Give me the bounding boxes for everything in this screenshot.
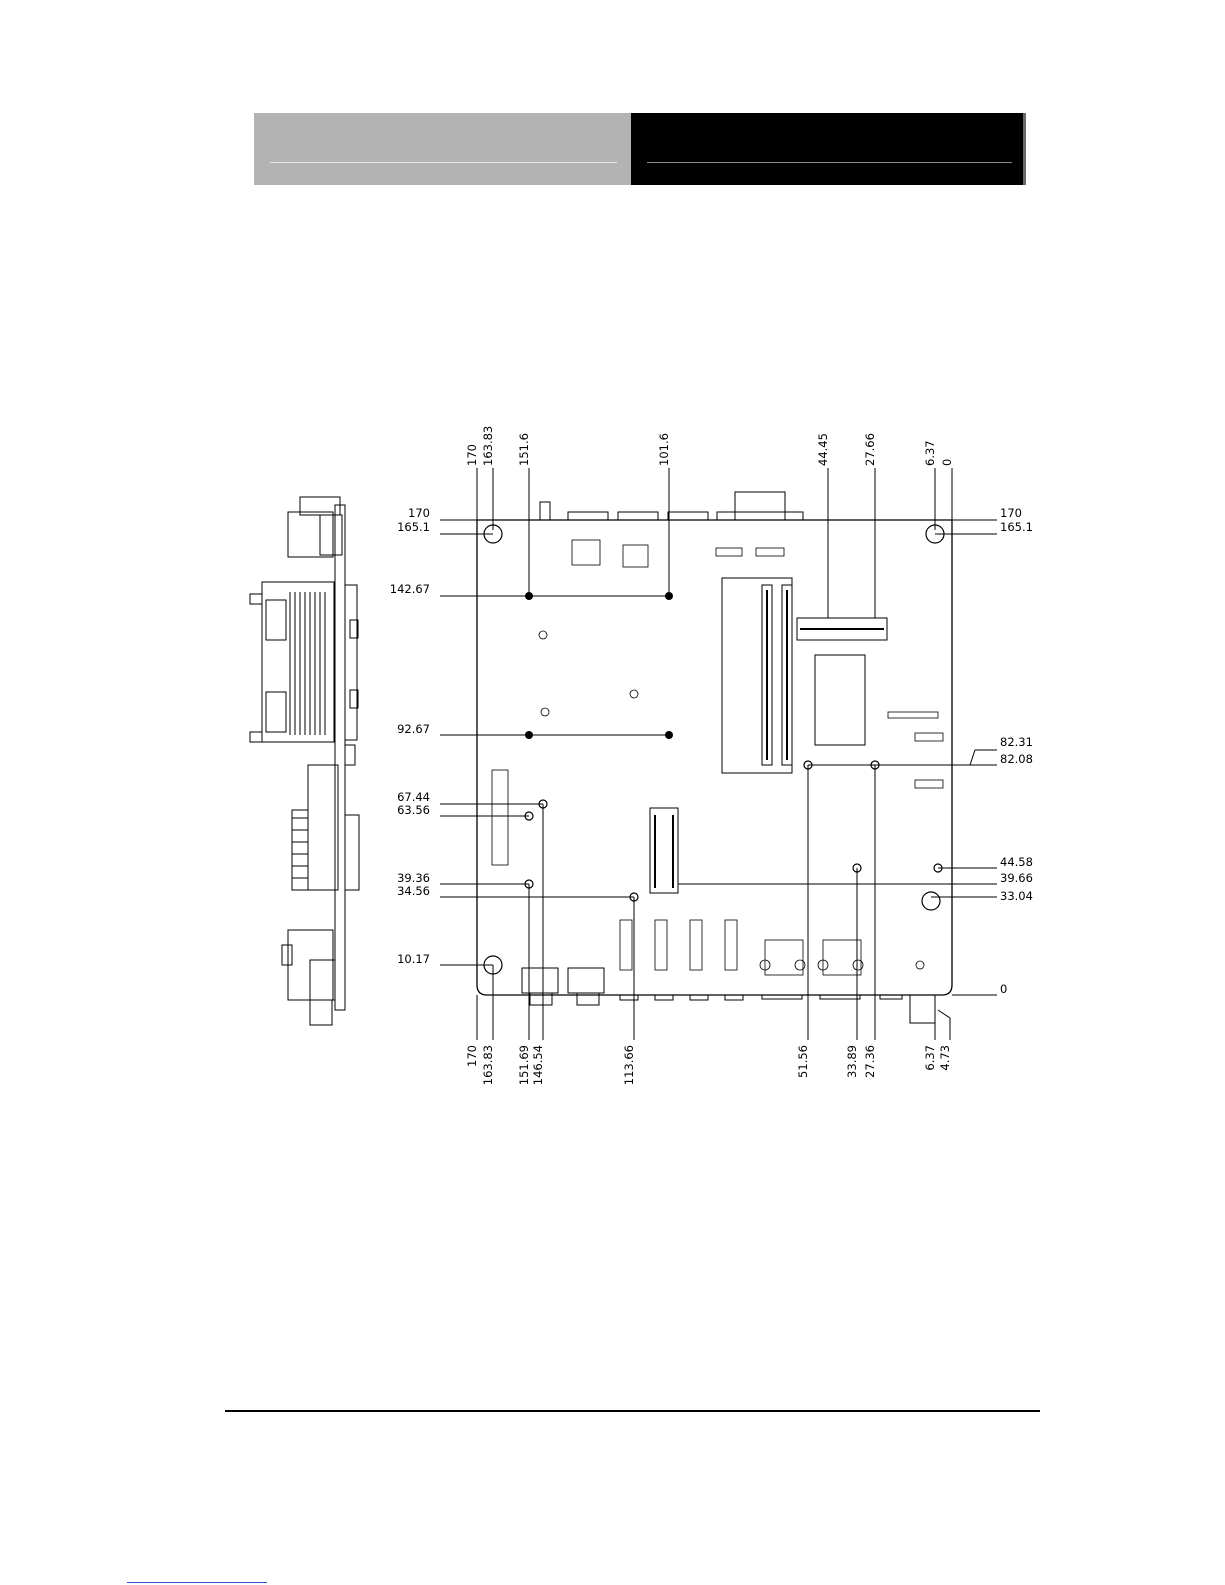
left-y-label: 39.36 bbox=[397, 871, 430, 885]
left-y-label: 34.56 bbox=[397, 884, 430, 898]
top-x-label: 151.6 bbox=[517, 433, 531, 466]
bottom-link-underline bbox=[127, 1582, 267, 1583]
bottom-x-label: 6.37 bbox=[923, 1045, 937, 1071]
bottom-x-label: 151.69 bbox=[517, 1045, 531, 1085]
left-y-label: 63.56 bbox=[397, 803, 430, 817]
bottom-x-label: 170 bbox=[465, 1045, 479, 1067]
left-y-label: 142.67 bbox=[390, 582, 430, 596]
memory-slot-pins bbox=[655, 590, 884, 888]
top-x-label: 101.6 bbox=[657, 433, 671, 466]
left-y-label: 10.17 bbox=[397, 952, 430, 966]
right-y-label: 0 bbox=[1000, 982, 1007, 996]
right-y-label: 82.31 bbox=[1000, 735, 1033, 749]
side-view bbox=[250, 497, 359, 1025]
bottom-x-label: 146.54 bbox=[531, 1045, 545, 1085]
dimension-lines bbox=[440, 468, 997, 1040]
top-x-label: 170 bbox=[465, 444, 479, 466]
footer-rule bbox=[225, 1410, 1040, 1412]
top-x-label: 27.66 bbox=[863, 433, 877, 466]
rear-io-connectors bbox=[522, 492, 935, 1023]
right-y-label: 165.1 bbox=[1000, 520, 1033, 534]
bottom-x-label: 163.83 bbox=[481, 1045, 495, 1085]
left-y-label: 92.67 bbox=[397, 722, 430, 736]
right-y-label: 170 bbox=[1000, 506, 1022, 520]
right-y-label: 39.66 bbox=[1000, 871, 1033, 885]
top-x-label: 0 bbox=[940, 459, 954, 466]
top-x-label: 44.45 bbox=[816, 433, 830, 466]
heatsink-holes bbox=[525, 592, 673, 739]
memory-slot bbox=[650, 578, 887, 893]
top-x-label: 6.37 bbox=[923, 440, 937, 466]
bottom-x-label: 27.36 bbox=[863, 1045, 877, 1078]
bottom-x-label: 51.56 bbox=[796, 1045, 810, 1078]
left-y-label: 67.44 bbox=[397, 790, 430, 804]
bottom-x-label: 33.89 bbox=[845, 1045, 859, 1078]
left-y-label: 165.1 bbox=[397, 520, 430, 534]
right-y-label: 82.08 bbox=[1000, 752, 1033, 766]
right-y-label: 33.04 bbox=[1000, 889, 1033, 903]
bottom-x-label: 4.73 bbox=[938, 1045, 952, 1071]
left-y-label: 170 bbox=[408, 506, 430, 520]
top-x-label: 163.83 bbox=[481, 426, 495, 466]
board-outline bbox=[477, 520, 952, 995]
right-y-label: 44.58 bbox=[1000, 855, 1033, 869]
bottom-x-label: 113.66 bbox=[622, 1045, 636, 1085]
